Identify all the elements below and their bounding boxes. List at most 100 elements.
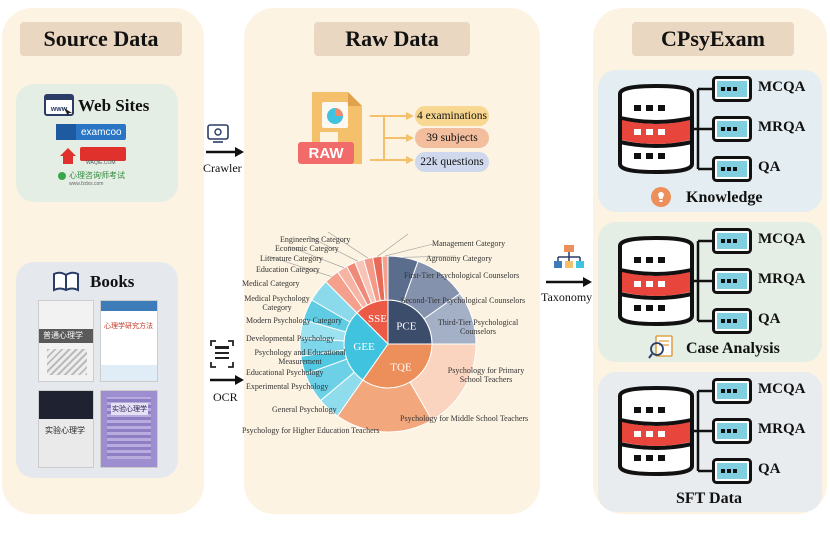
label-higher-education-teachers: Psychology for Higher Education Teachers xyxy=(242,426,380,435)
lightbulb-icon xyxy=(651,187,671,207)
knowledge-mcqa-icon xyxy=(712,76,752,102)
taxonomy-arrow xyxy=(546,277,592,287)
book-cover-4: 实验心理学 xyxy=(100,390,158,468)
label-modern-psychology-category: Modern Psychology Category xyxy=(246,316,342,325)
leaf-icon xyxy=(58,172,66,180)
examcoo-logo: examcoo xyxy=(56,124,126,140)
ocr-icon xyxy=(210,340,234,368)
sft-mcqa-label: MCQA xyxy=(758,381,806,397)
label-middle-school: Psychology for Middle School Teachers xyxy=(400,414,529,423)
book-icon xyxy=(53,271,79,292)
knowledge-mrqa-label: MRQA xyxy=(758,119,806,135)
label-general-psychology: General Psychology xyxy=(272,405,337,414)
sft-mrqa-icon xyxy=(712,418,752,444)
stat-examinations: 4 examinations xyxy=(415,106,489,126)
case-qa-icon xyxy=(712,308,752,334)
label-medical-psychology-text: Medical Psychology Category xyxy=(244,294,310,312)
leader-line xyxy=(287,245,345,269)
book1-title: 普通心理学 xyxy=(43,331,83,340)
label-agronomy-category: Agronomy Category xyxy=(426,254,492,263)
label-educational-psychology: Educational Psychology xyxy=(246,368,324,377)
case-qa-label: QA xyxy=(758,311,781,327)
book-cover-3: 实验心理学 xyxy=(38,390,94,468)
leader-line xyxy=(384,243,434,257)
label-first-tier: First-Tier Psychological Counselors xyxy=(404,271,520,280)
case-database-icon xyxy=(618,236,694,326)
case-mrqa-icon xyxy=(712,268,752,294)
label-literature-category: Literature Category xyxy=(260,254,323,263)
knowledge-database-icon xyxy=(618,84,694,174)
label-third-tier-text: Third-Tier Psychological Counselors xyxy=(437,318,519,336)
fzdxs-url: www.fzdxs.com xyxy=(69,181,104,187)
crawler-arrow xyxy=(206,147,244,157)
inner-label-pce: PCE xyxy=(396,321,416,333)
leader-line xyxy=(267,255,332,277)
websites-title: Web Sites xyxy=(78,96,150,115)
books-title: Books xyxy=(90,272,135,291)
daquan-logo-icon xyxy=(60,147,126,164)
stat-subjects: 39 subjects xyxy=(415,128,489,148)
case-mrqa-label: MRQA xyxy=(758,271,806,287)
book-cover-1: 普通心理学 xyxy=(38,300,94,382)
fzdxs-logo: 心理咨询师考试 www.fzdxs.com xyxy=(58,170,138,194)
label-engineering-category: Engineering Category xyxy=(280,235,351,244)
sft-tree-lines xyxy=(690,389,712,473)
knowledge-tree-lines xyxy=(690,87,712,171)
crawler-label: Crawler xyxy=(203,161,242,175)
leader-line xyxy=(377,233,409,257)
knowledge-qa-label: QA xyxy=(758,159,781,175)
source-data-title: Source Data xyxy=(20,22,182,56)
leader-line xyxy=(327,231,369,259)
label-developmental-psychology: Developmental Psychology xyxy=(246,334,335,343)
knowledge-qa-icon xyxy=(712,156,752,182)
inner-label-sse: SSE xyxy=(368,313,387,325)
sft-mcqa-icon xyxy=(712,378,752,404)
book4-title: 实验心理学 xyxy=(111,403,148,415)
sft-database-icon xyxy=(618,386,694,476)
case-analysis-title: Case Analysis xyxy=(686,340,780,357)
case-tree-lines xyxy=(690,239,712,323)
label-education-category: Education Category xyxy=(256,265,320,274)
raw-data-title: Raw Data xyxy=(314,22,470,56)
book3-title: 实验心理学 xyxy=(45,426,85,435)
book-cover-2: 心理学研究方法 xyxy=(100,300,158,382)
raw-file-icon: RAW xyxy=(298,92,362,164)
sft-data-title: SFT Data xyxy=(676,490,742,507)
label-medical-psychology-category: Medical Psychology Category xyxy=(242,294,312,312)
label-pem-text: Psychology and Educational Measurement xyxy=(254,348,346,366)
inner-label-gee: GEE xyxy=(353,341,375,353)
outer-modern xyxy=(311,281,358,323)
examcoo-text: examcoo xyxy=(81,126,122,138)
sft-qa-label: QA xyxy=(758,461,781,477)
svg-text:www: www xyxy=(50,106,68,113)
label-second-tier: Second-Tier Psychological Counselors xyxy=(401,296,526,305)
daquan-logo: WAQIE.COM xyxy=(58,144,128,166)
knowledge-title: Knowledge xyxy=(686,189,763,206)
raw-label: RAW xyxy=(309,145,345,162)
inner-label-tqe: TQE xyxy=(390,362,412,374)
sunburst-chart: SSE PCE TQE GEE xyxy=(267,231,477,433)
case-mcqa-icon xyxy=(712,228,752,254)
case-analysis-icon xyxy=(648,335,673,359)
label-management-category: Management Category xyxy=(432,239,506,248)
leader-line xyxy=(403,255,457,258)
cpsyexam-title: CPsyExam xyxy=(632,22,794,56)
label-psychology-educational-measurement: Psychology and Educational Measurement xyxy=(246,348,354,366)
taxonomy-icon xyxy=(554,245,584,268)
daquan-caption: WAQIE.COM xyxy=(86,160,116,166)
label-primary-school-text: Psychology for Primary School Teachers xyxy=(447,366,525,384)
label-primary-school: Psychology for Primary School Teachers xyxy=(444,366,528,384)
sft-qa-icon xyxy=(712,458,752,484)
leader-line xyxy=(307,235,359,262)
knowledge-mrqa-icon xyxy=(712,116,752,142)
stat-questions: 22k questions xyxy=(415,152,489,172)
crawler-icon xyxy=(207,124,229,143)
examcoo-mark-icon xyxy=(56,124,76,140)
label-medical-category: Medical Category xyxy=(242,279,300,288)
ocr-arrow xyxy=(210,375,244,385)
websites-box xyxy=(16,84,178,202)
case-mcqa-label: MCQA xyxy=(758,231,806,247)
stat-connectors xyxy=(370,112,414,164)
book2-title: 心理学研究方法 xyxy=(104,322,153,330)
label-economic-category: Economic Category xyxy=(275,244,339,253)
